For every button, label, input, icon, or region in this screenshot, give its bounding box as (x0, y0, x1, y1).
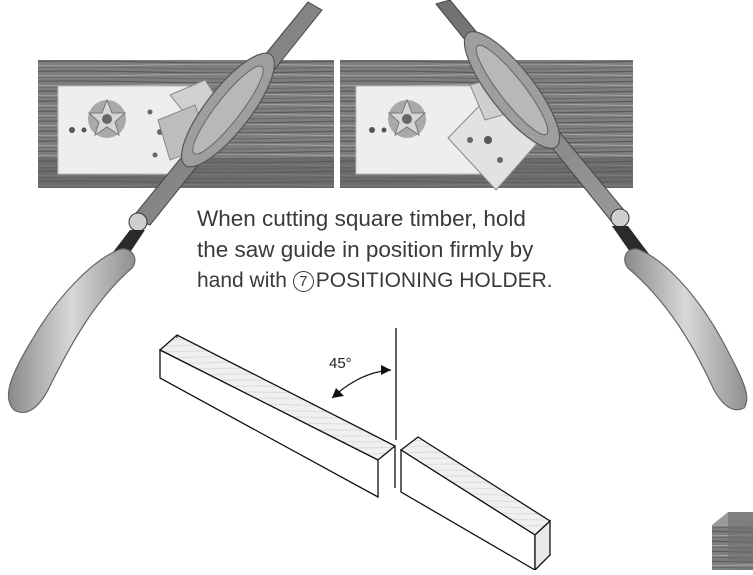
instruction-line-2: the saw guide in position firmly by (197, 237, 534, 262)
right-saw (435, 0, 748, 411)
star-knob-icon (387, 98, 427, 138)
left-timber-photo (38, 60, 334, 188)
left-saw (7, 1, 323, 413)
angle-indicator: 45° (329, 328, 397, 440)
arrowhead-icon (332, 388, 344, 398)
instruction-text: When cutting square timber, hold the saw… (197, 203, 617, 296)
instruction-line-1: When cutting square timber, hold (197, 206, 526, 231)
instruction-line-3-prefix: hand with (197, 269, 287, 292)
instruction-line-3-suffix: POSITIONING HOLDER. (315, 269, 553, 292)
star-knob-icon (87, 98, 127, 138)
timber-end-view (712, 512, 753, 570)
timber-cut-drawing (158, 334, 552, 572)
angle-label: 45° (329, 355, 352, 372)
holder-number-badge: 7 (292, 271, 314, 292)
arrowhead-icon (381, 365, 391, 375)
